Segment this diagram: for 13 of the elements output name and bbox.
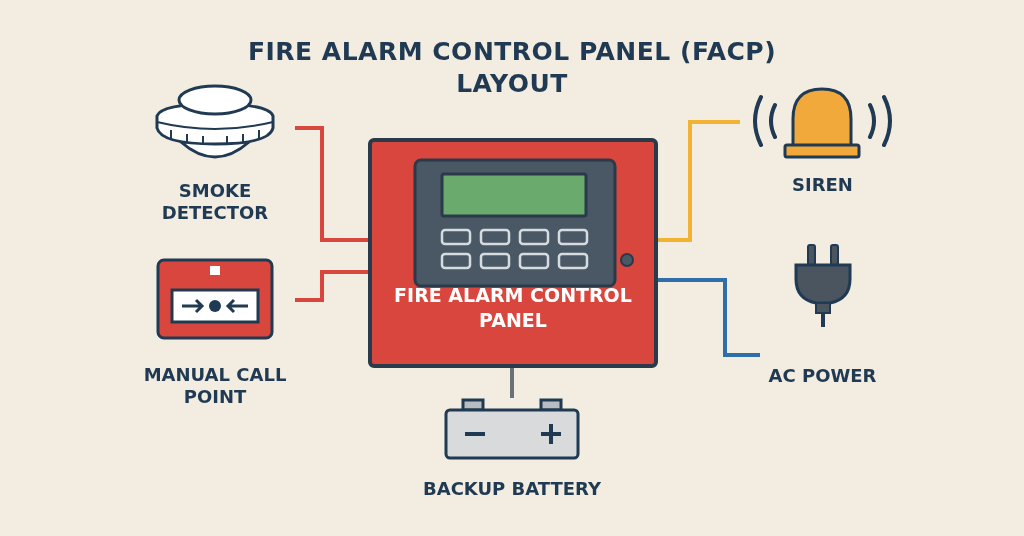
device-label: SIREN bbox=[792, 174, 853, 196]
device-label: BACKUP BATTERY bbox=[423, 478, 601, 500]
diagram-title: FIRE ALARM CONTROL PANEL (FACP) LAYOUT bbox=[246, 36, 778, 100]
device-label: AC POWER bbox=[768, 365, 877, 387]
control-panel-box bbox=[368, 138, 658, 368]
device-label: SMOKE DETECTOR bbox=[160, 180, 270, 224]
wire bbox=[658, 278, 760, 357]
wire bbox=[295, 126, 368, 242]
panel-label: FIRE ALARM CONTROL PANEL bbox=[393, 283, 633, 333]
wire bbox=[295, 270, 368, 302]
wire bbox=[510, 368, 514, 398]
device-label: MANUAL CALL POINT bbox=[142, 364, 288, 408]
wire bbox=[658, 120, 740, 242]
